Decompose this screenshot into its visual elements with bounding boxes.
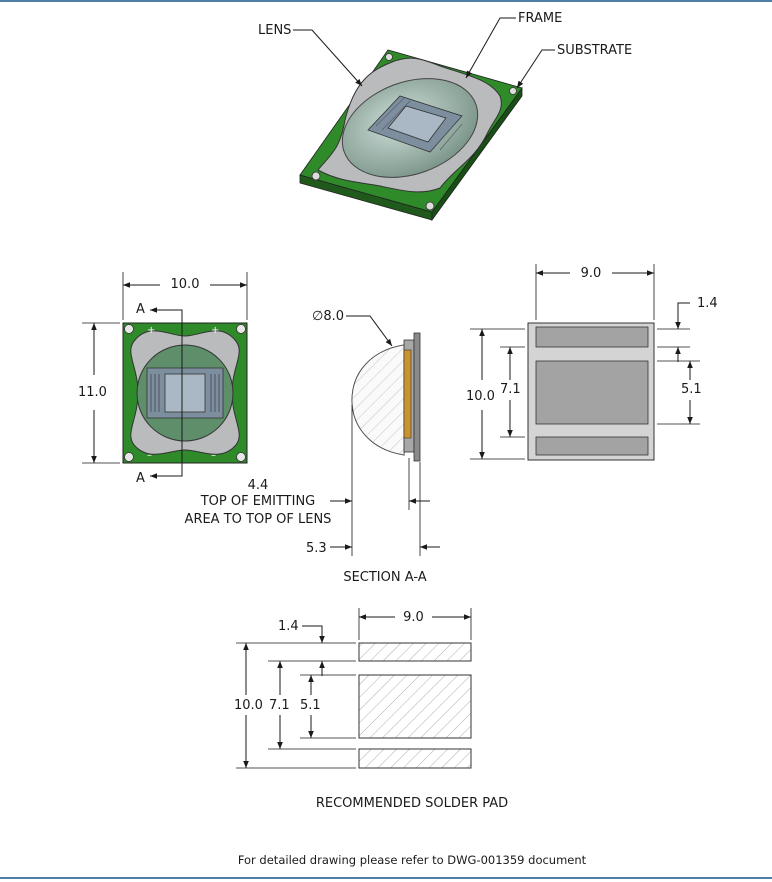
section-view-icon <box>330 315 440 556</box>
bottom-view-icon <box>470 264 700 461</box>
pad-pitch-dim: 7.1 <box>269 698 290 713</box>
lens-diameter-dim: ∅8.0 <box>312 309 344 324</box>
pad-edge-dim: 1.4 <box>278 619 299 634</box>
bottom-overall-dim: 10.0 <box>466 389 495 404</box>
bottom-center-pad-dim: 5.1 <box>681 382 702 397</box>
lens-callout: LENS <box>258 23 292 38</box>
bottom-edge-pad-dim: 1.4 <box>697 296 718 311</box>
section-marker-bottom: A <box>136 471 145 486</box>
emitting-caption-line2: AREA TO TOP OF LENS <box>184 512 332 527</box>
bottom-pitch-dim: 7.1 <box>500 382 521 397</box>
total-height-dim: 5.3 <box>306 541 327 556</box>
substrate-callout: SUBSTRATE <box>557 43 633 58</box>
sheet-top-border <box>0 0 772 2</box>
section-title: SECTION A-A <box>343 570 427 585</box>
svg-text:–: – <box>147 450 152 461</box>
bottom-width-dim: 9.0 <box>580 266 602 281</box>
svg-text:+: + <box>211 325 219 336</box>
pad-width-dim: 9.0 <box>403 610 424 625</box>
section-marker-top: A <box>136 302 145 317</box>
pad-center-dim: 5.1 <box>300 698 321 713</box>
frame-callout: FRAME <box>518 11 563 26</box>
top-view-width-dim: 10.0 <box>170 277 200 292</box>
sheet-bottom-border <box>0 877 772 879</box>
solder-pad-icon <box>236 608 472 769</box>
top-view-icon: + + – – <box>82 272 248 479</box>
svg-text:–: – <box>211 450 216 461</box>
footer-note: For detailed drawing please refer to DWG… <box>237 853 587 867</box>
pad-overall-dim: 10.0 <box>234 698 263 713</box>
led-package-3d-icon <box>293 17 555 222</box>
emitting-dim-value: 4.4 <box>247 478 269 493</box>
top-view-height-dim: 11.0 <box>78 385 107 400</box>
solder-pad-title: RECOMMENDED SOLDER PAD <box>315 796 509 811</box>
svg-text:+: + <box>147 325 155 336</box>
emitting-caption-line1: TOP OF EMITTING <box>200 494 316 509</box>
